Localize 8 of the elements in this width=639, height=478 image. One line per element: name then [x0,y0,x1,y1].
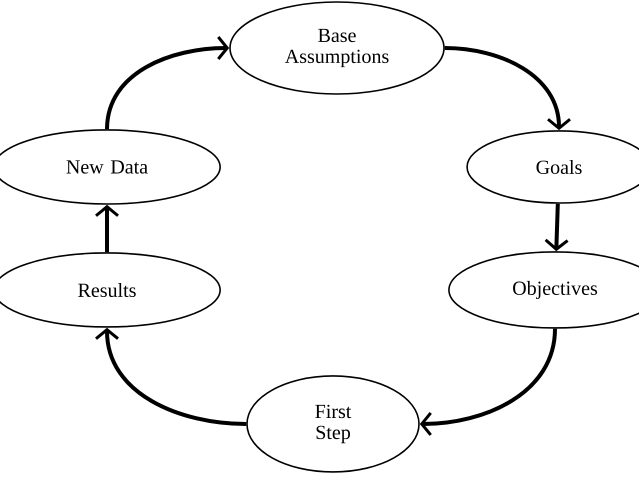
arrow [95,204,119,252]
arrow [444,46,571,130]
ellipse-node: First Step [246,375,420,473]
arrow [105,36,230,130]
arrow [544,204,569,252]
arrow [95,328,246,426]
arrow [420,328,557,436]
ellipse-node: Base Assumptions [229,1,445,95]
